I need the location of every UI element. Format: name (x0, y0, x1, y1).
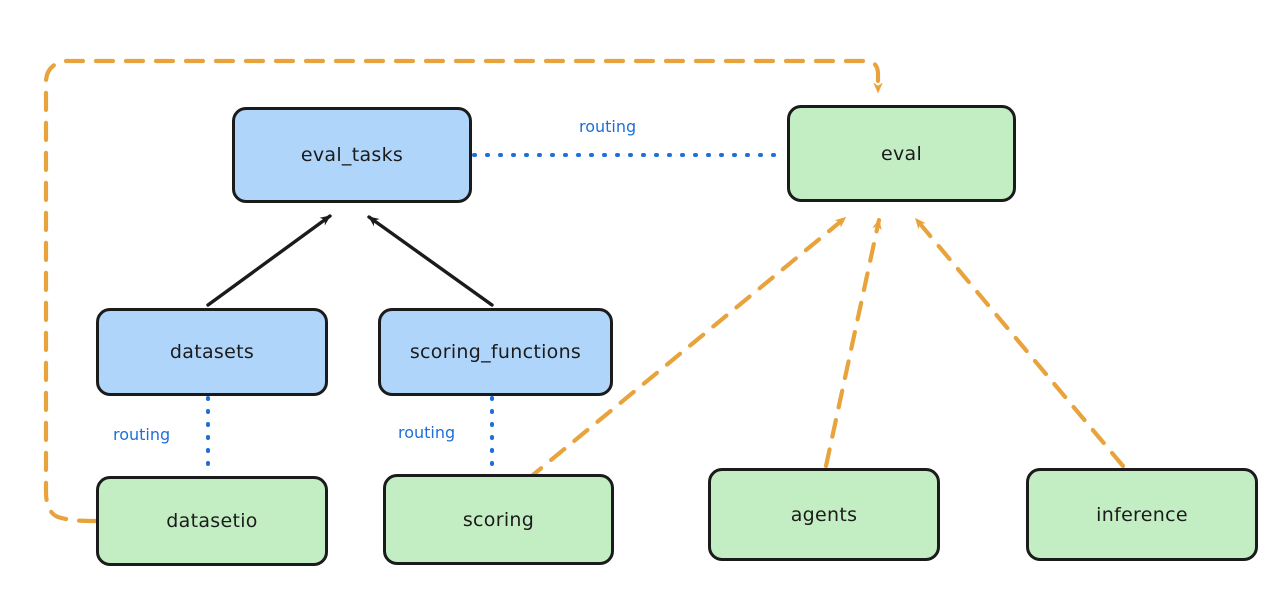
node-agents[interactable]: agents (708, 468, 940, 561)
node-label: scoring (462, 508, 535, 531)
node-eval-tasks[interactable]: eval_tasks (232, 107, 472, 203)
edge-datasets-to-eval-tasks (206, 214, 332, 307)
node-scoring[interactable]: scoring (383, 474, 614, 565)
edge-agents-to-eval (823, 217, 882, 469)
node-scoring-functions[interactable]: scoring_functions (378, 308, 613, 396)
node-label: datasetio (166, 510, 258, 532)
node-inference[interactable]: inference (1026, 468, 1258, 561)
node-label: inference (1096, 503, 1188, 526)
edge-datasetio-to-eval (43, 58, 883, 524)
node-label: scoring_functions (409, 341, 582, 363)
edge-inference-to-eval (913, 216, 1126, 469)
node-label: datasets (169, 341, 255, 363)
node-label: agents (790, 503, 858, 526)
edge-label-routing-eval-tasks-eval: routing (579, 117, 637, 136)
edge-label-routing-scoring-functions-scoring: routing (398, 423, 456, 442)
edge-scoring-functions-to-eval-tasks (367, 215, 494, 307)
edge-label-routing-datasets-datasetio: routing (113, 425, 171, 444)
node-label: eval_tasks (300, 144, 404, 166)
node-datasetio[interactable]: datasetio (96, 476, 328, 566)
node-datasets[interactable]: datasets (96, 308, 328, 396)
edge-scoring-to-eval (525, 215, 848, 482)
node-label: eval (880, 142, 923, 165)
node-eval[interactable]: eval (787, 105, 1016, 202)
